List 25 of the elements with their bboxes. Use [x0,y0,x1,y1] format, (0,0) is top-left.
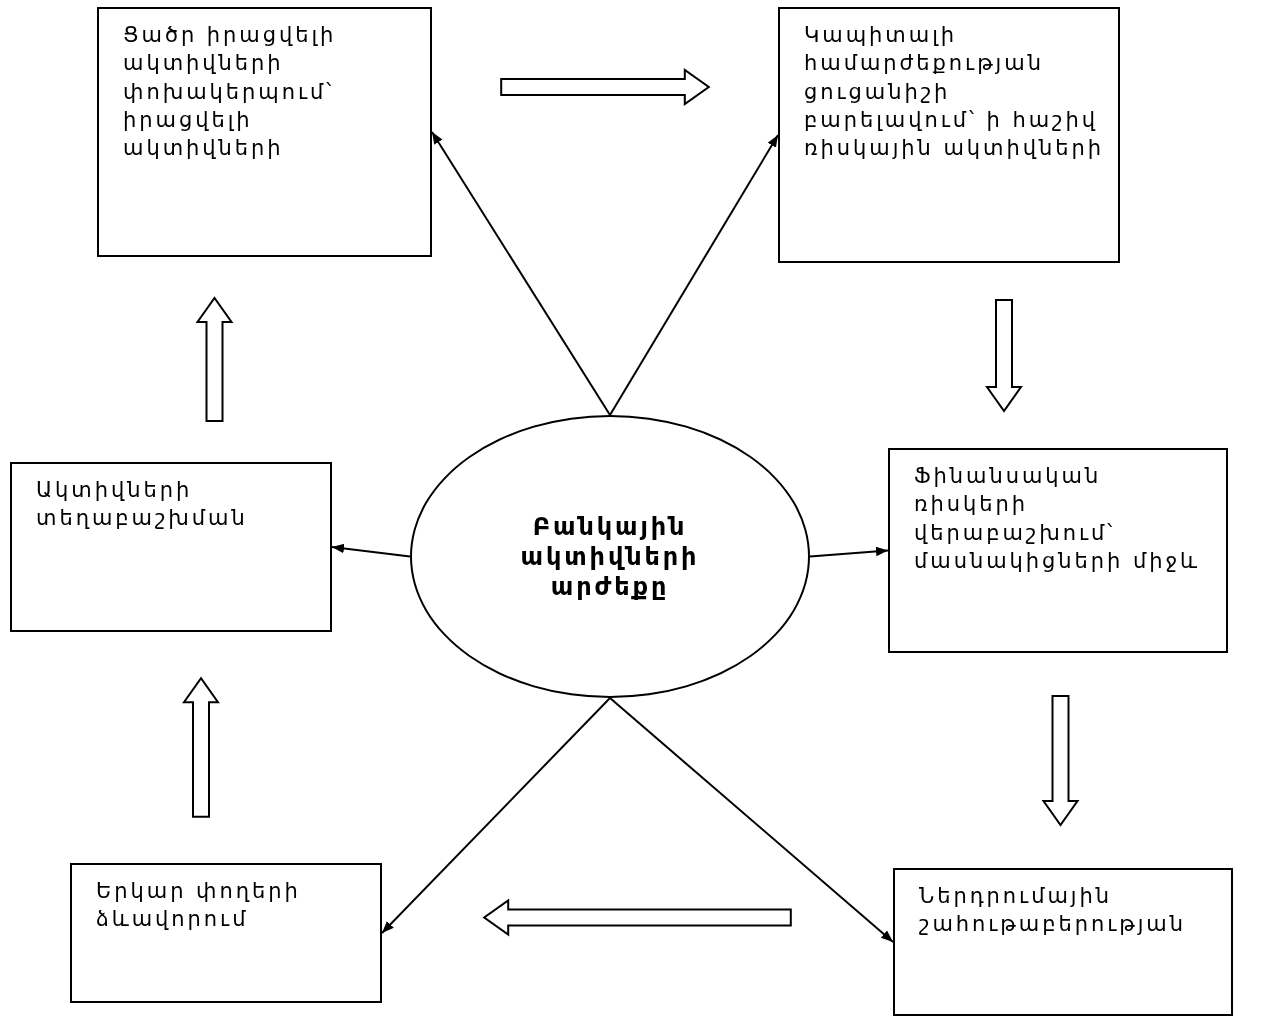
arrow [809,546,889,558]
arrow [609,134,779,416]
arrow [331,543,411,558]
hollow-block-arrow [500,68,711,106]
text-box [888,448,1228,653]
box-text: Ֆինանսական ռիսկերի վերաբաշխում՝ մասնակիցների միջև [914,463,1202,576]
box-text: Ցածր իրացվելի ակտիվների փոխակերպում՝ իրացվելի ակտիվների [123,22,338,163]
box-text: Կապիտալի համարժեքության ցուցանիշի բարելավում՝ ի հաշիվ ռիսկային ակտիվների [804,22,1105,163]
box-text: Ակտիվների տեղաբաշխման [36,477,249,533]
hollow-block-arrow [182,676,220,818]
arrow [431,131,611,416]
arrow [609,697,894,943]
text-box [893,868,1233,1016]
box-text: Ներդրումային շահութաբերության [919,883,1187,939]
text-box [70,863,382,1003]
box-text: Երկար փողերի ձևավորում [96,878,302,934]
hollow-block-arrow [985,299,1023,413]
hollow-block-arrow [482,898,792,937]
hollow-block-arrow [1041,695,1080,827]
arrow [381,697,611,934]
hollow-block-arrow [195,296,234,422]
text-box [778,7,1120,263]
text-box [97,7,432,257]
text-box [10,462,332,632]
ellipse-title: Բանկային ակտիվների արժեքը [519,511,701,602]
